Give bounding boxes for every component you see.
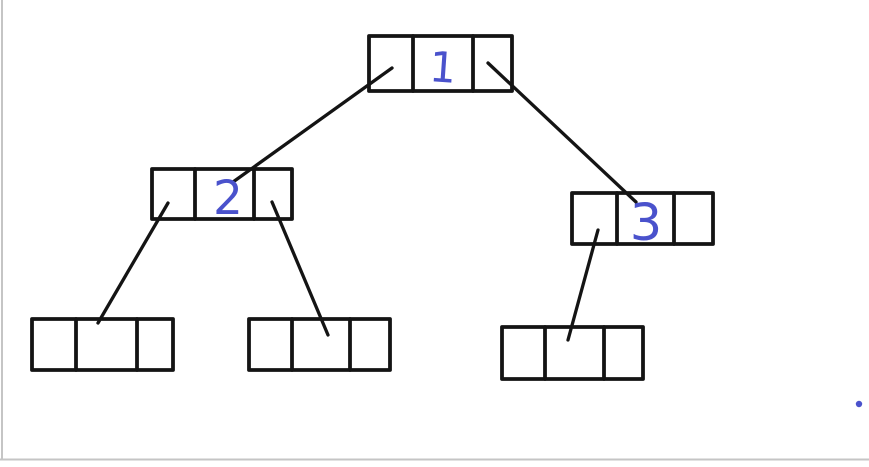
node-value: 3 [630,194,662,253]
node-value: 2 [213,171,243,226]
tree-edges [96,61,638,342]
node-box [30,317,175,372]
node-box [500,325,645,381]
stray-pen-dot [855,400,863,408]
node-box [570,191,715,246]
tree-node-left-child: 2 [150,167,294,226]
tree-node-left-left-leaf [30,317,175,372]
edge-node2-left-to-leaf1 [96,201,170,325]
edge-node3-left-to-leaf3 [566,228,600,342]
tree-node-right-child: 3 [570,191,715,253]
node-value: 1 [428,42,458,93]
tree-node-root: 1 [367,34,514,93]
node-box [367,34,514,93]
edge-node2-right-to-leaf2 [270,200,330,337]
node-box [247,317,392,372]
edge-root-left-to-node2 [231,66,394,184]
tree-node-left-right-leaf [247,317,392,372]
node-box [150,167,294,221]
tree-node-right-left-leaf [500,325,645,381]
